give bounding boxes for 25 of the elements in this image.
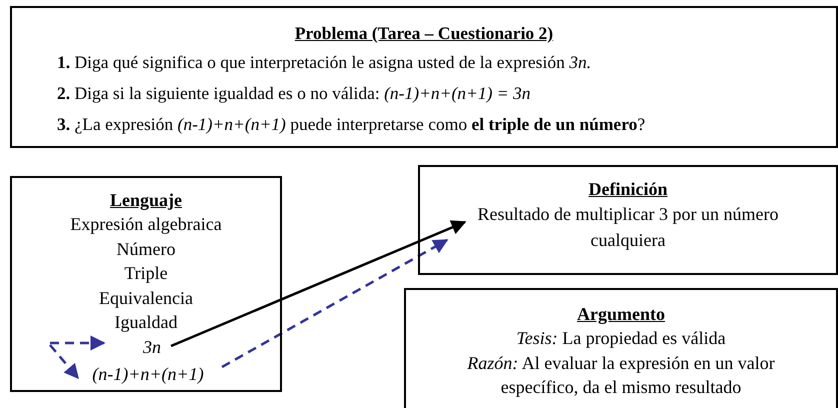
- definition-text: Resultado de multiplicar 3 por un número cualquiera: [476, 203, 780, 252]
- arrow: [170, 220, 466, 348]
- box-heading: Lenguaje: [110, 189, 182, 212]
- term-label: Número: [116, 238, 176, 260]
- argument-text: Tesis: La propiedad es válida: [515, 327, 727, 350]
- argument-text: Razón: Al evaluar la expresión en un valor específico, da el mismo resultado: [466, 352, 776, 399]
- arrow: [221, 238, 448, 368]
- math-expression: (n-1)+n+(n+1): [82, 362, 214, 386]
- arrow: [49, 344, 79, 380]
- box-heading: Argumento: [577, 303, 665, 326]
- term-label: Equivalencia: [98, 286, 194, 310]
- argument-box: [404, 288, 838, 408]
- question-text: 1. Diga qué significa o que interpretación le asigna usted de la expresión 3n.: [56, 51, 592, 74]
- term-label: Igualdad: [114, 311, 178, 334]
- box-heading: Problema (Tarea – Cuestionario 2): [294, 22, 554, 45]
- term-label: Triple: [123, 262, 169, 285]
- question-text: 3. ¿La expresión (n-1)+n+(n+1) puede interpretarse como el triple de un número?: [56, 113, 646, 136]
- definition-box: [418, 165, 838, 275]
- concept-box: [10, 176, 282, 392]
- box-heading: Definición: [588, 178, 668, 201]
- arrow: [50, 336, 106, 350]
- term-label: Expresión algebraica: [69, 213, 223, 236]
- math-expression: 3n: [132, 335, 172, 359]
- problem-box: [10, 6, 838, 148]
- question-text: 2. Diga si la siguiente igualdad es o no válida: (n-1)+n+(n+1) = 3n: [56, 82, 532, 105]
